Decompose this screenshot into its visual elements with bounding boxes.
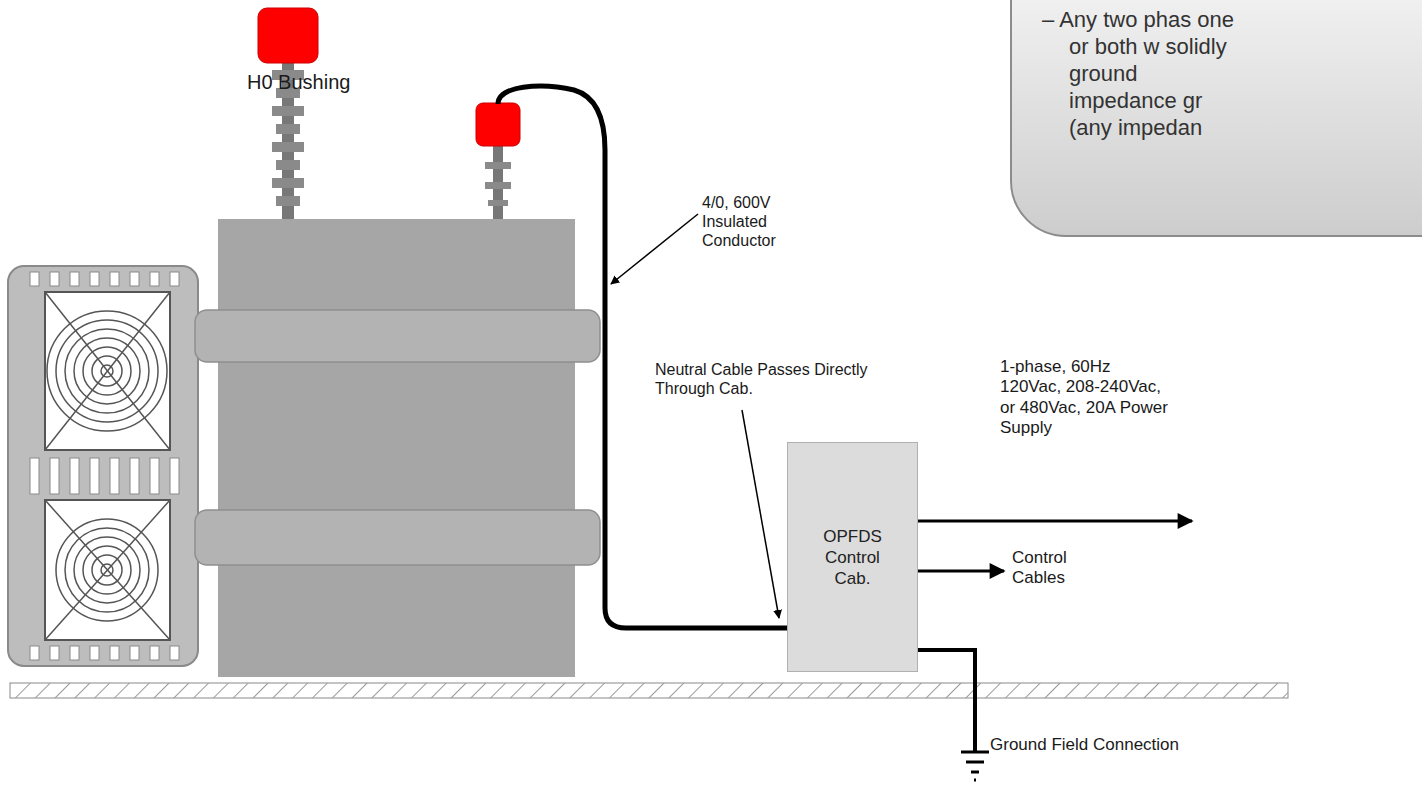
vent-slot bbox=[30, 458, 39, 494]
callout-label: Neutral Cable Passes Directly Through Ca… bbox=[655, 360, 900, 398]
leader-line bbox=[611, 214, 698, 284]
vent-slot bbox=[150, 458, 159, 494]
ground-strip bbox=[10, 683, 1288, 698]
bushing-shed bbox=[276, 196, 300, 206]
ground-cable bbox=[918, 650, 975, 752]
vent-slot bbox=[90, 272, 99, 286]
vent-slot bbox=[110, 458, 119, 494]
bushing-shed bbox=[272, 106, 304, 116]
vent-slot bbox=[70, 646, 79, 660]
vent-slot bbox=[90, 646, 99, 660]
vent-slot bbox=[150, 646, 159, 660]
vent-slot bbox=[90, 458, 99, 494]
vent-slot bbox=[30, 646, 39, 660]
tank-band bbox=[195, 310, 600, 362]
hv-bushing bbox=[258, 8, 318, 219]
ground-symbol bbox=[961, 752, 989, 780]
power-supply-arrow bbox=[918, 520, 1192, 523]
vent-slot bbox=[50, 272, 59, 286]
part-label: Ground Field Connection bbox=[990, 735, 1220, 755]
vent-slot bbox=[170, 458, 179, 494]
neutral-cable bbox=[498, 86, 787, 628]
callout-label: 4/0, 600V Insulated Conductor bbox=[702, 193, 802, 251]
vent-slot bbox=[50, 458, 59, 494]
signal-label: Control Cables bbox=[1012, 548, 1082, 589]
part-label: H0 Bushing bbox=[247, 70, 407, 94]
vent-slot bbox=[170, 272, 179, 286]
bushing-shed bbox=[272, 142, 304, 152]
vent-slot bbox=[70, 272, 79, 286]
vent-slot bbox=[130, 646, 139, 660]
node-text: – Any two phas one or both w solidly gro… bbox=[1042, 6, 1241, 141]
leader-line bbox=[742, 410, 779, 618]
h0-bushing bbox=[476, 103, 520, 219]
vent-slot bbox=[30, 272, 39, 286]
control-cabinet: OPFDS Control Cab. bbox=[787, 442, 918, 672]
node-text: OPFDS Control Cab. bbox=[811, 526, 895, 589]
vent-slot bbox=[70, 458, 79, 494]
bushing-shed bbox=[276, 160, 300, 170]
vent-slot bbox=[130, 272, 139, 286]
vent-slot bbox=[150, 272, 159, 286]
cooling-fan-unit bbox=[8, 266, 198, 666]
control-cable-arrow bbox=[918, 570, 1004, 573]
bushing-shed bbox=[272, 178, 304, 188]
bushing-shed bbox=[276, 124, 300, 134]
transformer-tank bbox=[218, 219, 575, 677]
vent-slot bbox=[110, 646, 119, 660]
tank-band bbox=[195, 510, 600, 565]
vent-slot bbox=[170, 646, 179, 660]
vent-slot bbox=[130, 458, 139, 494]
vent-slot bbox=[50, 646, 59, 660]
supply-label: 1-phase, 60Hz 120Vac, 208-240Vac, or 480… bbox=[1000, 357, 1172, 439]
note-panel: – Any two phas one or both w solidly gro… bbox=[1010, 0, 1422, 237]
vent-slot bbox=[110, 272, 119, 286]
